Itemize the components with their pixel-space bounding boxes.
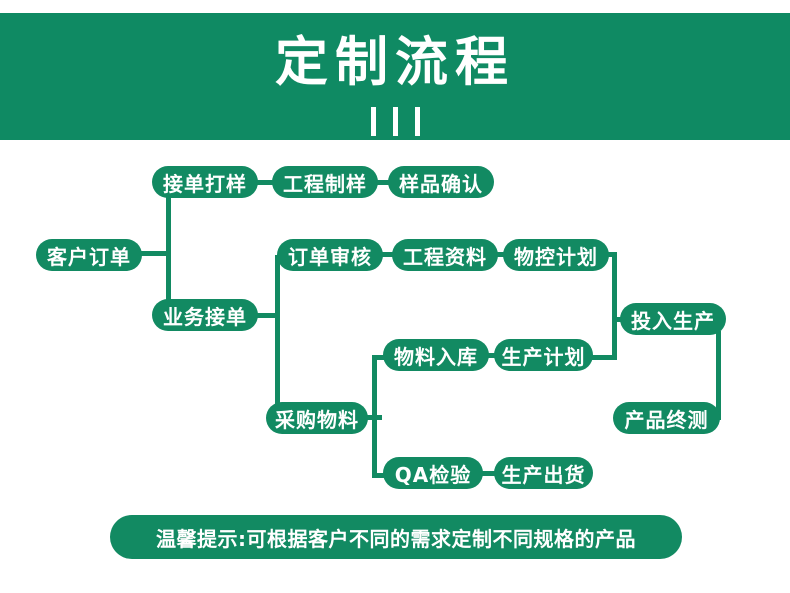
- connector-customer-order-to-trunk: [140, 251, 170, 256]
- footer-notice-banner: 温馨提示:可根据客户不同的需求定制不同规格的产品: [110, 515, 682, 559]
- node-production-plan[interactable]: 生产计划: [494, 339, 593, 371]
- node-production-ship[interactable]: 生产出货: [494, 457, 593, 489]
- connector-order-sampling-to-engineering-sample: [256, 180, 276, 185]
- connector-engineering-sample-to-sample-confirm: [376, 180, 392, 185]
- connector-subtrunk-to-qa-inspection: [372, 473, 385, 478]
- connector-trunk-vertical-mid: [275, 255, 280, 418]
- node-qa-inspection[interactable]: QA检验: [383, 457, 483, 489]
- node-material-control[interactable]: 物控计划: [503, 239, 609, 271]
- decoration-bar-1: [370, 107, 376, 136]
- node-business-order[interactable]: 业务接单: [152, 299, 258, 331]
- connector-production-plan-to-junction: [591, 355, 617, 360]
- connector-trunk-vertical-left: [166, 182, 171, 320]
- connector-material-inbound-to-production-plan: [487, 353, 497, 358]
- node-purchase-material[interactable]: 采购物料: [266, 402, 368, 434]
- node-sample-confirm[interactable]: 样品确认: [388, 166, 494, 198]
- decoration-bar-2: [392, 107, 398, 136]
- node-start-production[interactable]: 投入生产: [620, 303, 726, 335]
- node-final-test[interactable]: 产品终测: [613, 402, 720, 434]
- connector-subtrunk-vertical: [372, 355, 377, 478]
- node-order-sampling[interactable]: 接单打样: [152, 166, 258, 198]
- header-decoration-bars: [0, 107, 790, 136]
- node-material-inbound[interactable]: 物料入库: [383, 339, 489, 371]
- connector-trunk-vertical-right: [612, 252, 617, 360]
- connector-engineering-docs-to-material-control: [496, 252, 506, 257]
- page-title: 定制流程: [275, 32, 515, 93]
- header-band: 定制流程: [0, 13, 790, 140]
- connector-start-production-to-final-test-vertical: [716, 331, 721, 419]
- decoration-bar-3: [414, 107, 420, 136]
- node-order-review[interactable]: 订单审核: [277, 239, 383, 271]
- node-engineering-sample[interactable]: 工程制样: [272, 166, 378, 198]
- connector-junction-to-start-production: [612, 317, 624, 322]
- connector-business-order-to-trunk: [256, 313, 280, 318]
- connector-order-review-to-engineering-docs: [381, 252, 395, 257]
- node-customer-order[interactable]: 客户订单: [36, 239, 142, 271]
- connector-qa-inspection-to-production-ship: [481, 471, 497, 476]
- connector-subtrunk-to-material-inbound: [372, 355, 385, 360]
- node-engineering-docs[interactable]: 工程资料: [392, 239, 498, 271]
